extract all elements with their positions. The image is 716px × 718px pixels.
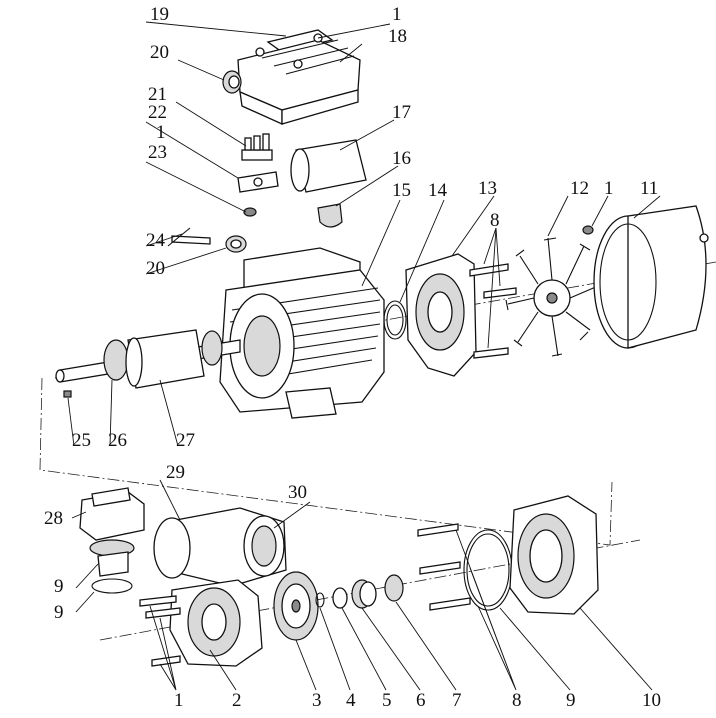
- label-10: 10: [642, 690, 661, 711]
- motor-housing-15: [219, 247, 385, 419]
- label-20-top: 20: [150, 42, 169, 63]
- capacitor-17: [290, 139, 367, 193]
- valve-seals-9: [89, 539, 135, 594]
- label-24: 24: [146, 230, 166, 251]
- label-17: 17: [392, 102, 411, 123]
- label-30: 30: [288, 482, 307, 503]
- screw-23: [243, 207, 257, 217]
- label-16: 16: [392, 148, 411, 169]
- label-29: 29: [166, 462, 185, 483]
- label-2: 2: [232, 690, 242, 711]
- label-13: 13: [478, 178, 497, 199]
- leader-lines: [67, 21, 661, 691]
- bolts-1-bottom: [139, 595, 181, 667]
- label-9-b: 9: [54, 602, 64, 623]
- label-11: 11: [640, 178, 658, 199]
- capacitor-clip-16: [317, 203, 343, 228]
- label-12: 12: [570, 178, 589, 199]
- label-14: 14: [428, 180, 448, 201]
- label-8-bottom: 8: [512, 690, 522, 711]
- label-23: 23: [148, 142, 167, 163]
- terminal-block-21: [241, 133, 273, 161]
- part-labels: 19 1 18 20 21 22 1 23 17 16 15 14 13 12 …: [44, 4, 661, 711]
- fan-12: [505, 237, 601, 357]
- label-28: 28: [44, 508, 63, 529]
- bushing-20-mid: [225, 235, 247, 253]
- label-19: 19: [150, 4, 169, 25]
- rotor-assembly: [55, 329, 241, 398]
- valve-body-28: [79, 487, 145, 541]
- label-5: 5: [382, 690, 392, 711]
- label-8-top: 8: [490, 210, 500, 231]
- label-1-mid: 1: [156, 122, 166, 143]
- label-25: 25: [72, 430, 91, 451]
- volute-2: [169, 579, 263, 667]
- label-20-mid: 20: [146, 258, 165, 279]
- cable-clamp-22: [237, 171, 279, 193]
- label-26: 26: [108, 430, 127, 451]
- label-6: 6: [416, 690, 426, 711]
- label-1-bottom: 1: [174, 690, 184, 711]
- terminal-box-18: [237, 33, 361, 126]
- seal-parts: [315, 574, 404, 609]
- bolts-8-bottom: [417, 523, 471, 611]
- label-4: 4: [346, 690, 356, 711]
- label-7: 7: [452, 690, 462, 711]
- nut-1-fan: [582, 225, 594, 235]
- label-1-top: 1: [392, 4, 402, 25]
- motor-bracket-10: [509, 495, 599, 615]
- cable-gland-20-top: [222, 70, 242, 94]
- end-bracket-13: [405, 253, 477, 377]
- label-27: 27: [176, 430, 195, 451]
- label-9-bottom: 9: [566, 690, 576, 711]
- label-1-fan: 1: [604, 178, 614, 199]
- pin-24: [167, 227, 211, 247]
- impeller-3: [273, 571, 319, 641]
- fan-cover-11: [593, 205, 709, 349]
- o-ring-14: [383, 300, 407, 340]
- label-3: 3: [312, 690, 322, 711]
- label-21: 21: [148, 84, 167, 105]
- pump-body-29-30: [153, 507, 287, 587]
- label-9-a: 9: [54, 576, 64, 597]
- label-15: 15: [392, 180, 411, 201]
- label-22: 22: [148, 102, 167, 123]
- label-18: 18: [388, 26, 407, 47]
